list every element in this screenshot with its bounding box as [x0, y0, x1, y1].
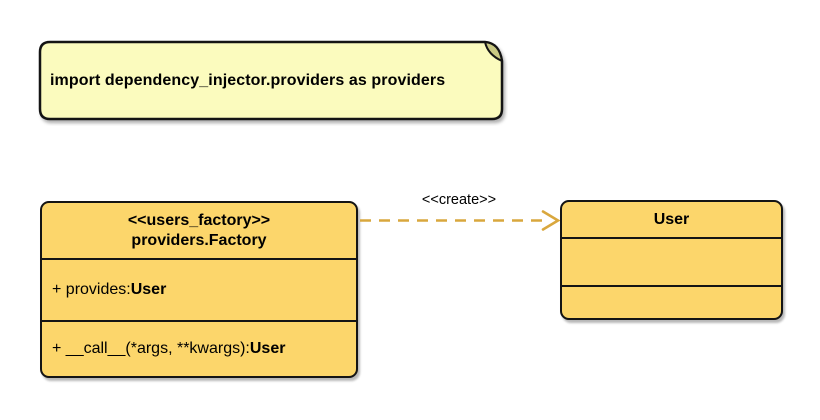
class-box-user: User	[560, 200, 783, 320]
factory-class-header: <<users_factory>> providers.Factory	[42, 203, 356, 258]
create-arrowhead-icon	[541, 210, 561, 231]
create-arrow	[360, 210, 561, 231]
note-shape	[38, 40, 504, 121]
factory-stereotype: <<users_factory>>	[127, 211, 271, 229]
user-class-header: User	[562, 202, 781, 237]
factory-class-name: providers.Factory	[131, 231, 267, 249]
method-label: + __call__(*args, **kwargs):	[52, 340, 250, 357]
factory-attributes-section: + provides: User	[42, 258, 356, 320]
note-fold-icon	[484, 41, 503, 62]
note-text: import dependency_injector.providers as …	[50, 71, 446, 89]
user-methods-section	[562, 285, 781, 318]
factory-methods-section: + __call__(*args, **kwargs): User	[42, 320, 356, 376]
create-relation-label: <<create>>	[421, 192, 497, 208]
method-return-type: User	[249, 340, 286, 357]
user-attributes-section	[562, 237, 781, 285]
class-box-providers-factory: <<users_factory>> providers.Factory + pr…	[40, 201, 358, 378]
attribute-label: + provides:	[52, 281, 131, 298]
attribute-type: User	[130, 281, 167, 298]
user-class-name: User	[653, 210, 690, 228]
